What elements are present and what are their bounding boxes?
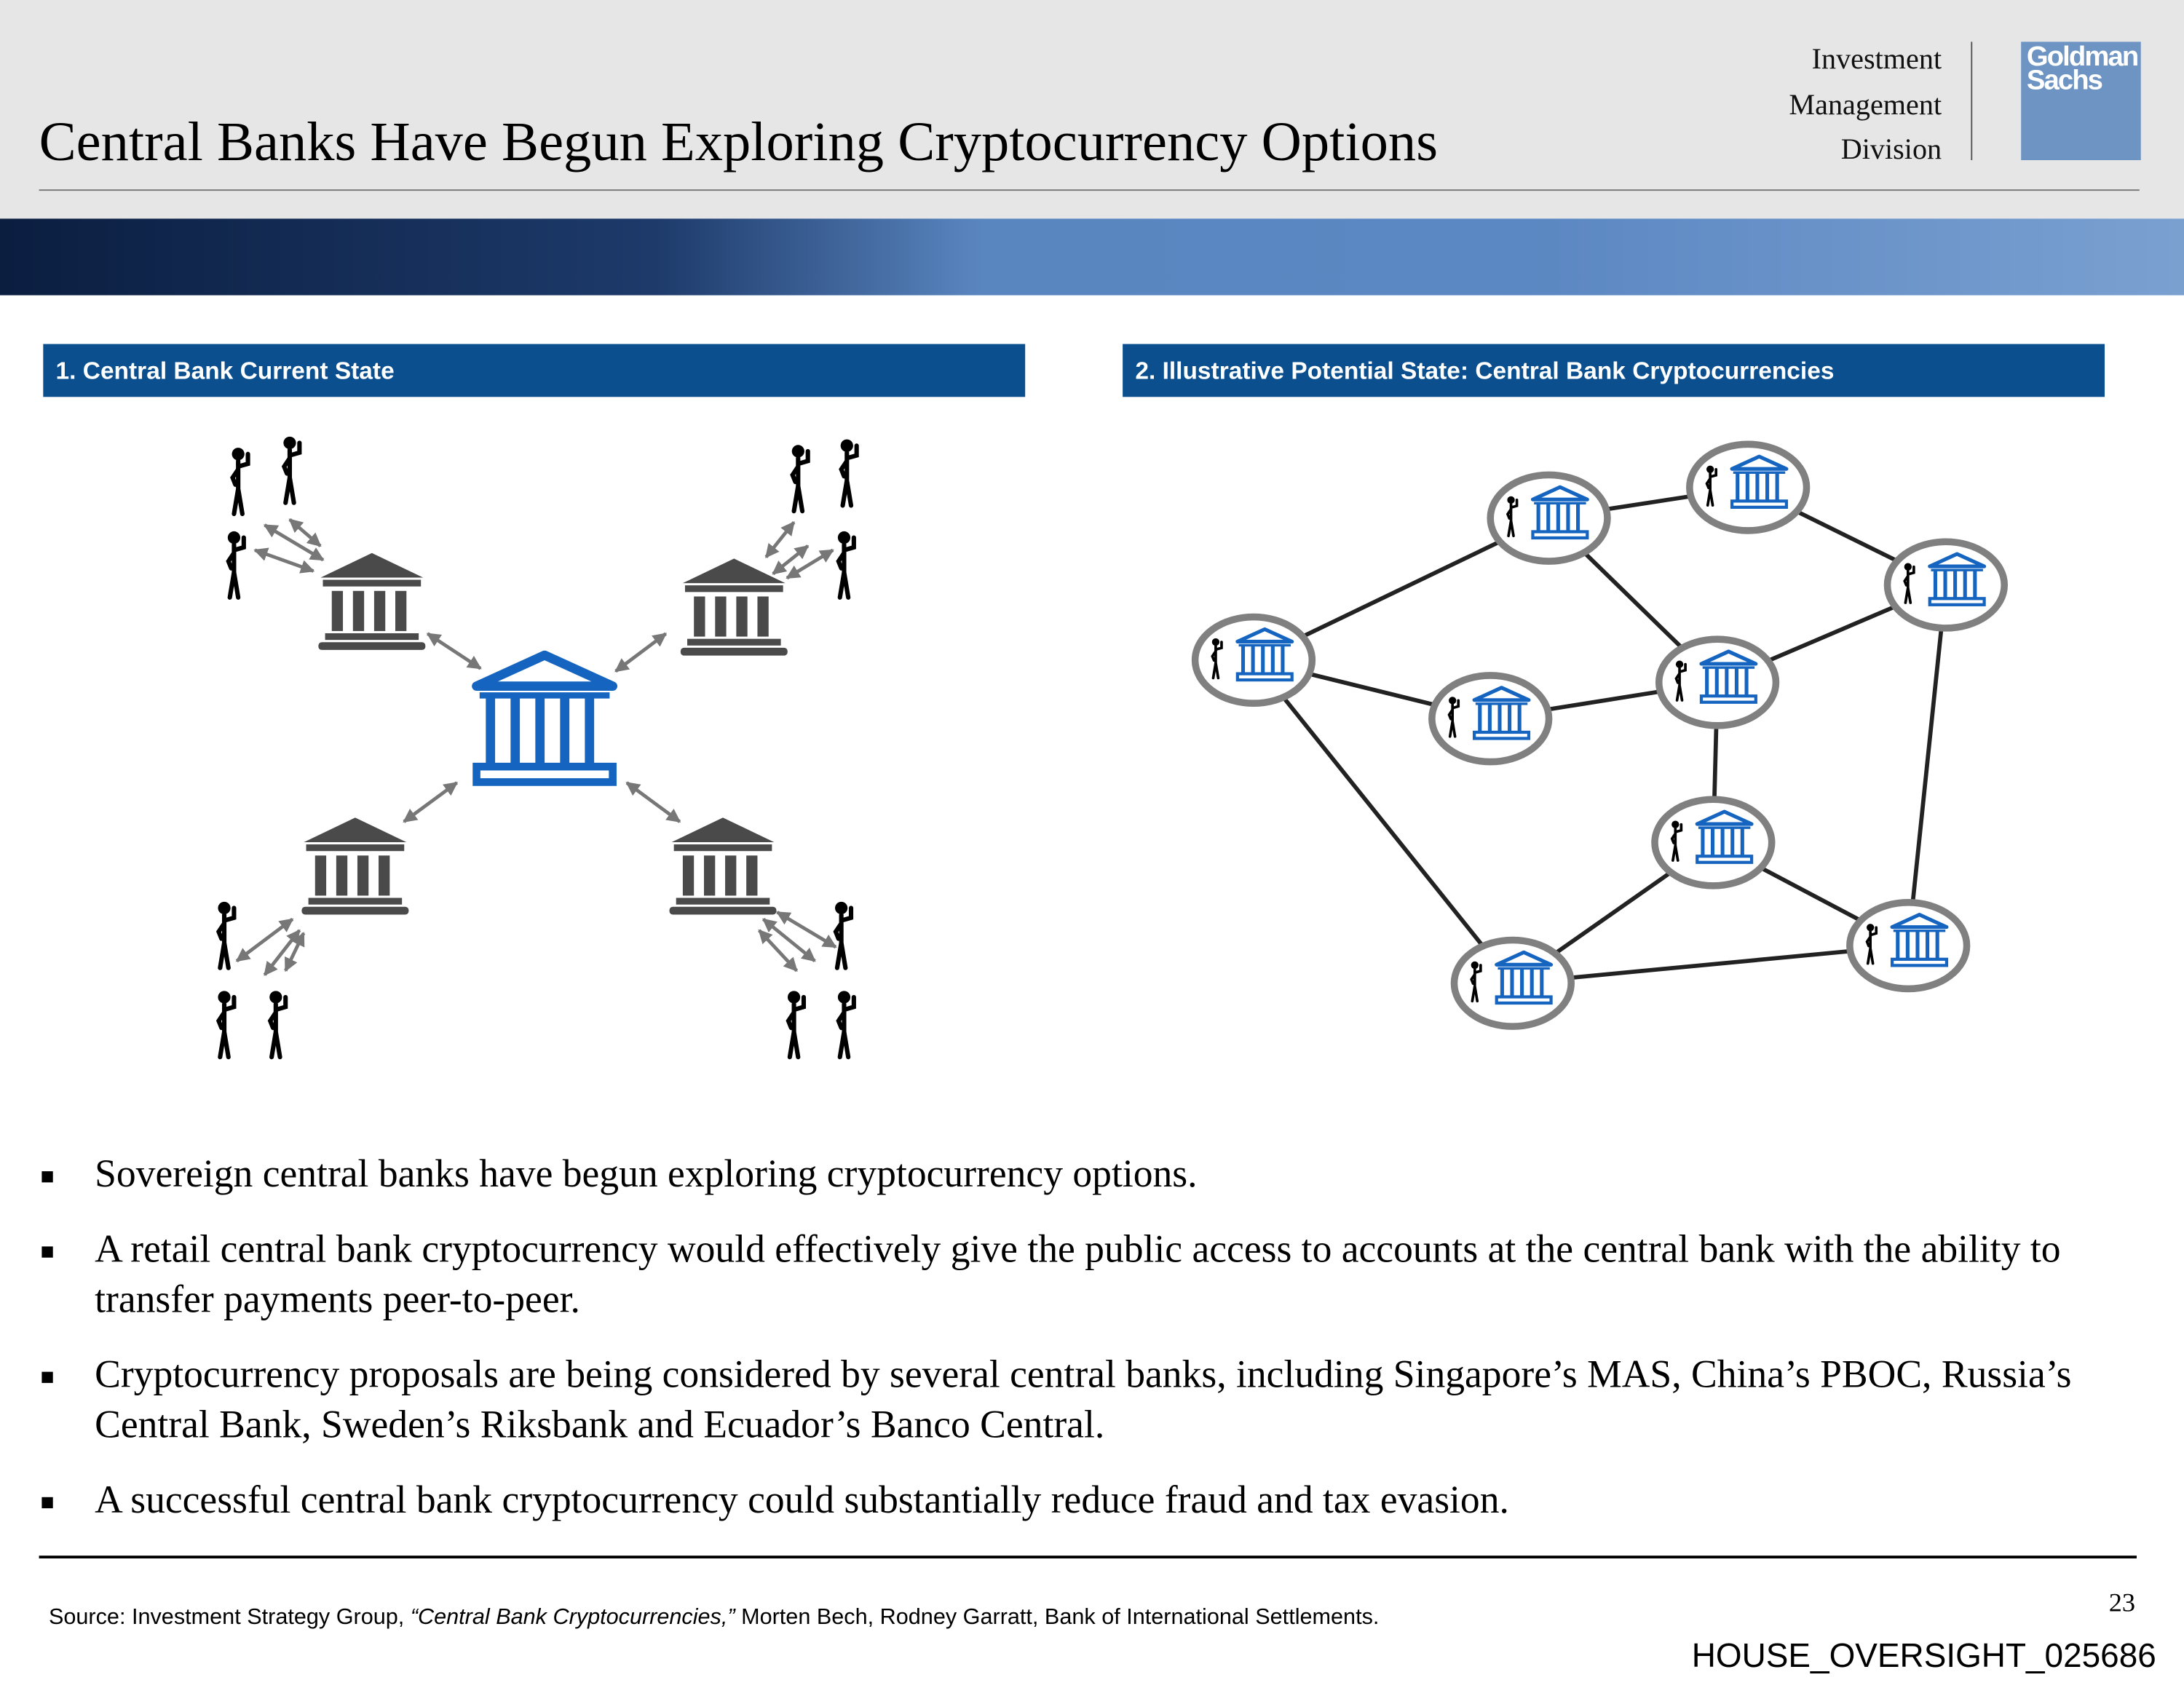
bates-number: HOUSE_OVERSIGHT_025686: [1691, 1638, 2156, 1676]
bullet-text: A successful central bank cryptocurrency…: [95, 1478, 1509, 1523]
person-icon: [838, 531, 854, 598]
person-icon: [218, 902, 234, 968]
network-node: [1450, 936, 1575, 1030]
source-title: “Central Bank Cryptocurrencies,”: [410, 1606, 735, 1630]
division-line: Management: [1789, 87, 1942, 121]
double-arrow-icon: [426, 632, 482, 670]
commercial-bank-icon: [680, 558, 788, 656]
person-icon: [841, 440, 857, 506]
person-icon: [283, 437, 299, 503]
divider: [39, 189, 2140, 191]
header: Central Banks Have Begun Exploring Crypt…: [0, 0, 2184, 219]
double-arrow-icon: [761, 917, 816, 963]
double-arrow-icon: [764, 520, 796, 558]
commercial-bank-icon: [669, 817, 777, 915]
double-arrow-icon: [775, 911, 837, 949]
bullet-icon: [41, 1171, 53, 1183]
network-node: [1191, 613, 1316, 707]
logo-text: Sachs: [2026, 65, 2103, 97]
page-number: 23: [2108, 1589, 2136, 1619]
person-icon: [228, 531, 244, 598]
double-arrow-icon: [284, 932, 306, 972]
header-band: [0, 218, 2184, 296]
double-arrow-icon: [288, 518, 322, 547]
division-line: Investment: [1811, 41, 1942, 76]
source-suffix: Morten Bech, Rodney Garratt, Bank of Int…: [735, 1606, 1380, 1630]
commercial-bank-icon: [318, 552, 426, 650]
person-icon: [269, 991, 285, 1057]
section-header-current-state: 1. Central Bank Current State: [43, 344, 1026, 397]
source-prefix: Source: Investment Strategy Group,: [48, 1606, 411, 1630]
network-node: [1651, 796, 1776, 889]
person-icon: [835, 902, 851, 968]
divider: [1971, 41, 1973, 161]
network-node: [1487, 471, 1611, 565]
person-icon: [838, 991, 854, 1057]
bullet-icon: [41, 1371, 53, 1383]
bullet-text: Cryptocurrency proposals are being consi…: [95, 1353, 2072, 1447]
double-arrow-icon: [253, 547, 315, 574]
person-icon: [788, 991, 804, 1057]
network-link: [1512, 943, 1909, 986]
double-arrow-icon: [625, 781, 681, 823]
section-header-potential-state: 2. Illustrative Potential State: Central…: [1123, 344, 2105, 397]
bullet-text: Sovereign central banks have begun explo…: [95, 1153, 1198, 1197]
commercial-bank-icon: [301, 817, 409, 915]
bullet-item: Sovereign central banks have begun explo…: [41, 1150, 2131, 1200]
division-label: Investment Management Division: [1789, 36, 1942, 173]
logo-text: Goldman: [2026, 41, 2139, 73]
bullet-list: Sovereign central banks have begun explo…: [41, 1150, 2131, 1551]
central-bank-icon: [477, 655, 613, 782]
network-link: [1251, 659, 1515, 985]
network-node: [1655, 635, 1780, 729]
division-line: Division: [1840, 132, 1942, 166]
goldman-sachs-logo: Goldman Sachs: [2021, 41, 2141, 161]
bullet-icon: [41, 1497, 53, 1509]
bullet-item: A retail central bank cryptocurrency wou…: [41, 1226, 2131, 1326]
bullet-item: Cryptocurrency proposals are being consi…: [41, 1351, 2131, 1451]
double-arrow-icon: [614, 632, 668, 673]
double-arrow-icon: [757, 929, 799, 972]
person-icon: [792, 445, 808, 511]
double-arrow-icon: [403, 781, 459, 823]
source-note: Source: Investment Strategy Group, “Cent…: [49, 1606, 1379, 1630]
bullet-text: A retail central bank cryptocurrency wou…: [95, 1228, 2061, 1322]
double-arrow-icon: [235, 917, 294, 963]
person-icon: [218, 991, 234, 1057]
page-title: Central Banks Have Begun Exploring Crypt…: [39, 110, 1439, 173]
network-node: [1686, 440, 1811, 534]
network-node: [1846, 899, 1971, 993]
person-icon: [232, 448, 248, 514]
network-node: [1428, 672, 1553, 766]
bullet-icon: [41, 1246, 53, 1258]
network-node: [1883, 538, 2009, 632]
footer-divider: [39, 1556, 2137, 1558]
diagrams: [0, 404, 2009, 1101]
network-link: [1906, 585, 1948, 946]
bullet-item: A successful central bank cryptocurrency…: [41, 1476, 2131, 1526]
double-arrow-icon: [786, 548, 834, 580]
